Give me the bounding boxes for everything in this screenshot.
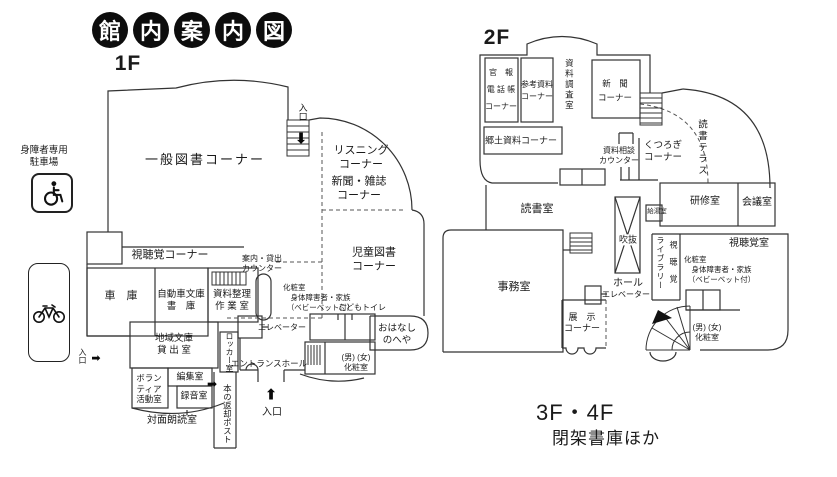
room-label-face-to-face-reading: 対面朗読室 [147, 414, 197, 426]
room-label-general-books: 一般図書コーナー [144, 151, 266, 167]
room-label-story-room: おはなし のへや [377, 323, 417, 346]
label-book-return-post: 本の返却ポスト [222, 384, 233, 444]
title-char: 内 [215, 12, 251, 48]
room-label-relax: くつろぎ コーナー [643, 140, 683, 163]
room-label-av-room: 視聴覚室 [729, 237, 769, 249]
room-label-audio-visual: 視聴覚コーナー [131, 249, 209, 262]
title-char: 内 [133, 12, 169, 48]
label-atrium: 吹抜 [617, 234, 639, 246]
room-label-material-sorting: 資料整理 作 業 室 [212, 289, 252, 312]
label-mw-restroom-1f: (男) (女) 化粧室 [341, 353, 371, 372]
label-kids-toilet: こどもトイレ [338, 303, 386, 312]
title-char: 図 [256, 12, 292, 48]
floor1-stairs-center-icon [211, 271, 247, 286]
floor1-stairs-restroom-icon [307, 345, 321, 365]
floor34-note: 閉架書庫ほか [552, 429, 660, 448]
entrance-arrow-right-icon: ➡ [91, 352, 101, 365]
room-label-volunteer: ボラン ティア 活動室 [136, 373, 162, 405]
label-consult-counter: 資料相談 カウンター [599, 146, 639, 165]
book-return-arrow-icon: ➡ [206, 377, 218, 391]
room-label-av-library-col2: ライブラリー [656, 236, 665, 290]
room-label-meeting: 会議室 [742, 196, 772, 208]
title-char: 館 [92, 12, 128, 48]
room-label-newspaper-2f: 新 聞 コーナー [597, 78, 633, 102]
entrance-top-label: 入口 [297, 103, 308, 121]
label-accessible-restroom-1f: 化粧室 身体障害者・家族 （ベビーベット付） [283, 283, 355, 312]
room-label-av-library-col1: 視聴覚 [669, 240, 678, 292]
floor1-label: 1F [114, 51, 142, 75]
label-elevator-1f: エレベーター [258, 323, 306, 332]
room-label-gazette-phonebook: 官 報 電 話 帳 コーナー [485, 67, 517, 111]
floor2-label: 2F [483, 25, 511, 49]
floor1-stairs-top-icon [286, 119, 310, 157]
entrance-bottom-label: 入口 [262, 406, 282, 418]
floor2-dashed-lines [605, 103, 709, 348]
label-info-lending-counter: 案内・貸出 カウンター [242, 254, 282, 273]
floor1-outline [86, 79, 429, 449]
bicycle-icon [33, 303, 65, 323]
room-label-garage: 車 庫 [104, 290, 138, 303]
label-elevator-2f: エレベーター [602, 290, 650, 299]
floor2-stairs-center-icon [569, 232, 593, 254]
wheelchair-icon [43, 181, 64, 206]
floor2-outline [442, 35, 789, 362]
room-label-regional-bunko: 地域文庫 貸 出 室 [154, 333, 194, 356]
label-mw-restroom-2f: (男) (女) 化粧室 [692, 323, 722, 342]
floor2-stairs-top-icon [639, 92, 663, 126]
bicycle-parking-box [28, 263, 70, 362]
label-hall: ホール [613, 277, 643, 289]
room-label-training: 研修室 [690, 195, 720, 207]
room-label-locker: ロッカー室 [225, 332, 234, 372]
room-label-office: 事務室 [497, 281, 531, 294]
entrance-arrow-down-icon: ⬇ [294, 130, 308, 148]
wheelchair-sign-box [31, 173, 73, 213]
floor34-label: 3F・4F [536, 400, 615, 425]
room-label-editing: 編集室 [176, 371, 204, 382]
room-label-kitchenette: 給湯室 [647, 207, 667, 215]
label-accessible-restroom-2f: 化粧室 身体障害者・家族 （ベビーベット付） [684, 255, 756, 284]
title-char: 案 [174, 12, 210, 48]
room-label-research: 資料調査室 [564, 58, 575, 112]
room-label-children-books: 児童図書 コーナー [352, 246, 396, 272]
room-label-recording: 録音室 [180, 390, 208, 401]
floor1-open-area-dashes [227, 132, 404, 319]
room-label-newspaper-magazine: 新聞・雑誌 コーナー [331, 175, 387, 201]
room-label-reading-terrace: 読書テラス [695, 119, 707, 177]
room-label-local-materials: 郷土資料コーナー [484, 135, 558, 146]
room-label-reading-room: 読書室 [520, 203, 554, 216]
accessible-parking-sign: 身障者専用 駐車場 [20, 145, 68, 168]
map-title: 館 内 案 内 図 [92, 12, 292, 48]
room-label-listening: リスニング コーナー [333, 144, 389, 170]
room-label-mobile-library-stack: 自動車文庫 書 庫 [157, 289, 205, 312]
entrance-left-label: 入口 [78, 348, 87, 364]
room-label-exhibition: 展 示 コーナー [563, 311, 601, 333]
room-label-reference: 参考資料 コーナー [521, 80, 553, 101]
entrance-arrow-up-icon: ⬆ [264, 386, 278, 404]
floor2-spiral-stairs-icon [645, 305, 691, 351]
label-entrance-hall: エントランスホール [230, 358, 308, 369]
